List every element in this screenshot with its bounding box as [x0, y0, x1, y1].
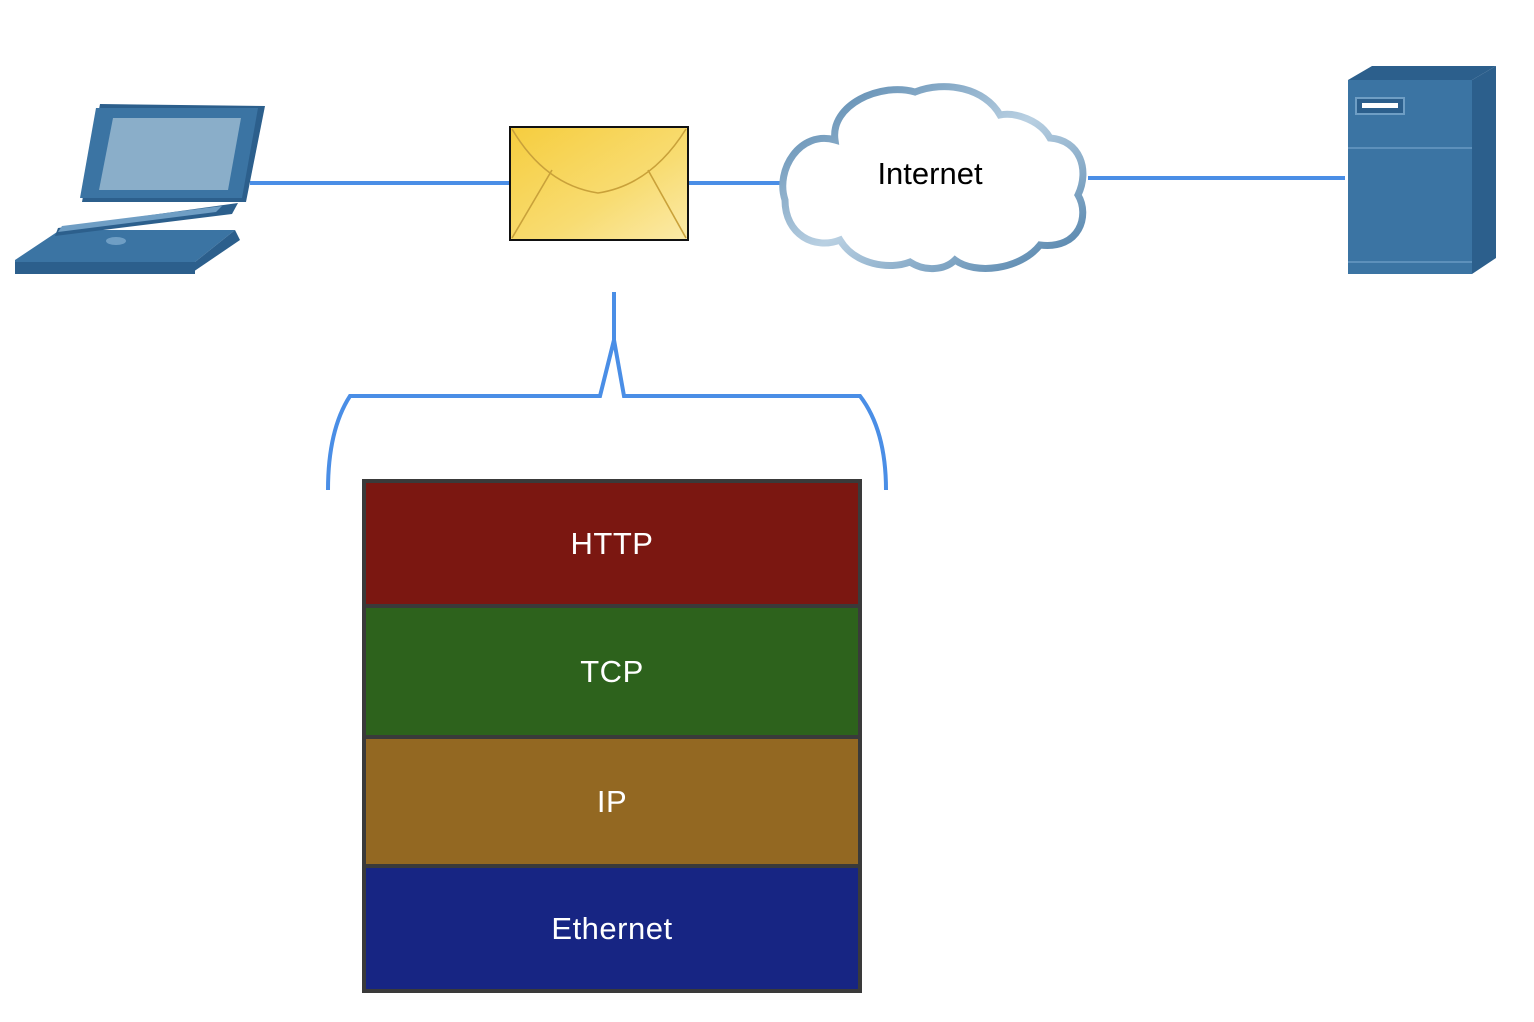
layer-tcp-label: TCP	[580, 653, 644, 689]
layer-ip-label: IP	[596, 783, 628, 819]
layer-http-label: HTTP	[570, 525, 654, 561]
motion-streaks	[310, 143, 510, 224]
internet-label: Internet	[877, 156, 983, 191]
envelope-icon	[509, 126, 689, 241]
layer-ip: IP	[366, 739, 858, 864]
cloud-icon	[779, 83, 1087, 272]
layer-ethernet: Ethernet	[366, 868, 858, 989]
encapsulation-bracket	[326, 292, 888, 491]
layer-tcp: TCP	[366, 608, 858, 735]
layer-http: HTTP	[366, 483, 858, 604]
network-links	[250, 176, 1345, 185]
layer-ethernet-label: Ethernet	[551, 910, 673, 946]
server-icon	[1348, 66, 1496, 274]
laptop-icon	[15, 104, 265, 274]
protocol-stack: HTTP TCP IP Ethernet	[362, 479, 862, 993]
